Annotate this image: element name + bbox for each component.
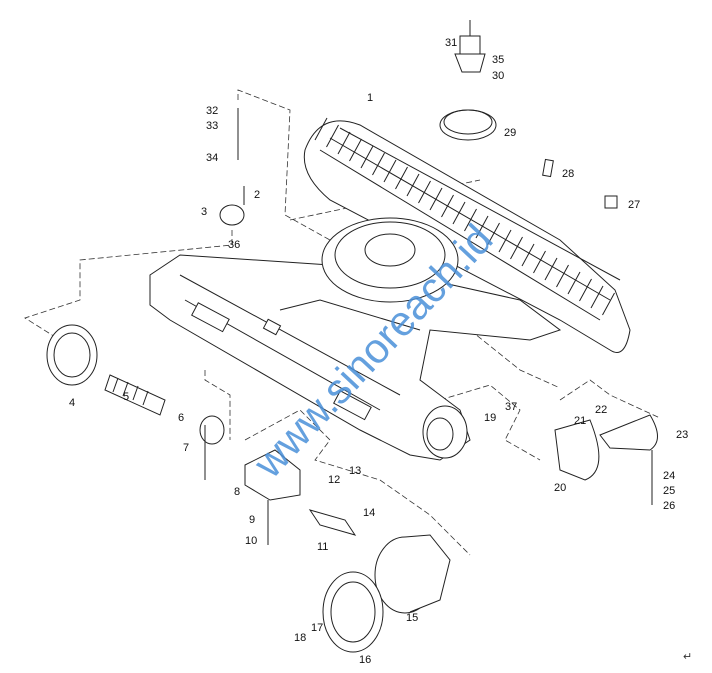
callout-17: 17 <box>311 622 323 634</box>
callout-34: 34 <box>206 152 218 164</box>
callout-19: 19 <box>484 412 496 424</box>
callout-20: 20 <box>554 482 566 494</box>
track-shoe <box>579 278 592 302</box>
callout-37: 37 <box>505 401 517 413</box>
callout-14: 14 <box>363 507 375 519</box>
callout-35: 35 <box>492 54 504 66</box>
track-shoe <box>602 292 615 316</box>
callout-10: 10 <box>245 535 257 547</box>
callout-18: 18 <box>294 632 306 644</box>
callout-32: 32 <box>206 105 218 117</box>
callout-16: 16 <box>359 654 371 666</box>
callout-31: 31 <box>445 37 457 49</box>
track-shoe <box>487 222 500 246</box>
track-chain <box>303 117 631 353</box>
track-shoe <box>372 152 385 176</box>
callout-15: 15 <box>406 612 418 624</box>
callout-11: 11 <box>317 541 328 553</box>
track-shoe <box>567 271 581 295</box>
track-shoe <box>556 264 569 288</box>
callout-9: 9 <box>249 514 255 526</box>
callout-21: 21 <box>574 415 586 427</box>
swing-bearing <box>321 217 459 303</box>
track-shoe <box>533 250 546 274</box>
callout-2: 2 <box>254 189 260 201</box>
track-shoe <box>510 236 523 260</box>
callout-30: 30 <box>492 70 504 82</box>
callout-12: 12 <box>328 474 340 486</box>
track-shoe <box>360 145 374 169</box>
track-shoe <box>475 215 489 239</box>
center-joint-31 <box>454 20 486 73</box>
callout-4: 4 <box>69 397 75 409</box>
ring-part-29 <box>439 109 497 141</box>
track-shoe <box>418 180 431 204</box>
callout-27: 27 <box>628 199 640 211</box>
track-shoe <box>314 117 328 141</box>
track-shoe <box>326 124 339 148</box>
callout-3: 3 <box>201 206 207 218</box>
track-shoe <box>498 229 512 253</box>
callout-25: 25 <box>663 485 675 497</box>
callout-5: 5 <box>123 391 129 403</box>
track-frame <box>149 254 562 461</box>
track-shoe <box>590 285 604 309</box>
assembly-dash-lines <box>24 89 661 556</box>
track-shoe <box>464 208 477 232</box>
callout-13: 13 <box>349 465 361 477</box>
return-mark: ↵ <box>683 651 693 663</box>
track-shoe <box>383 159 397 183</box>
callout-22: 22 <box>595 404 607 416</box>
callout-1: 1 <box>367 92 373 104</box>
track-shoe <box>406 173 420 197</box>
callout-8: 8 <box>234 486 240 498</box>
callout-29: 29 <box>504 127 516 139</box>
track-shoe <box>429 187 443 211</box>
track-shoe <box>521 243 535 267</box>
callout-6: 6 <box>178 412 184 424</box>
track-shoe <box>395 166 408 190</box>
track-shoe <box>544 257 558 281</box>
callout-26: 26 <box>663 500 675 512</box>
callout-24: 24 <box>663 470 675 482</box>
callout-28: 28 <box>562 168 574 180</box>
small-parts <box>46 108 658 653</box>
track-shoe <box>349 138 362 162</box>
track-shoe <box>452 201 466 225</box>
callout-7: 7 <box>183 442 189 454</box>
track-shoe <box>337 131 351 155</box>
callout-33: 33 <box>206 120 218 132</box>
callout-36: 36 <box>228 239 240 251</box>
track-shoe <box>441 194 454 218</box>
callout-23: 23 <box>676 429 688 441</box>
